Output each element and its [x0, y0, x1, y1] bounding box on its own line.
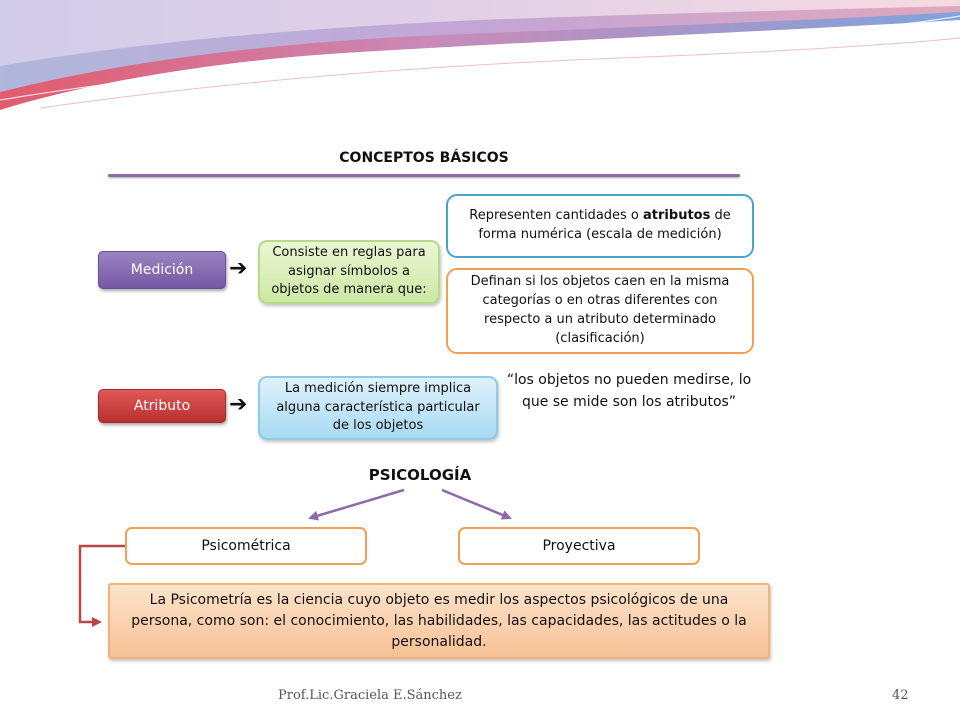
- right-arrow-icon: ➔: [229, 256, 248, 281]
- footer-author: Prof.Lic.Graciela E.Sánchez: [278, 688, 462, 703]
- psicometrica-label: Psicométrica: [201, 537, 291, 554]
- psicometria-definition-text: La Psicometría es la ciencia cuyo objeto…: [131, 591, 747, 650]
- rule-numeric-text: Representen cantidades o atributos de fo…: [469, 208, 731, 242]
- psicometrica-box: Psicométrica: [125, 527, 367, 565]
- proyectiva-box: Proyectiva: [458, 527, 700, 565]
- medicion-definition-box: Consiste en reglas para asignar símbolos…: [258, 240, 440, 304]
- atributo-definition-text: La medición siempre implica alguna carac…: [276, 380, 480, 434]
- attributes-quote: “los objetos no pueden medirse, lo que s…: [506, 372, 752, 410]
- rule-classification-text: Definan si los objetos caen en la misma …: [470, 274, 730, 346]
- medicion-pill: Medición: [98, 251, 226, 289]
- atributo-definition-box: La medición siempre implica alguna carac…: [258, 376, 498, 440]
- decorative-header-waves: [0, 0, 960, 114]
- psicologia-title: PSICOLOGÍA: [368, 466, 472, 484]
- page-number: 42: [892, 688, 909, 703]
- psicometria-definition-box: La Psicometría es la ciencia cuyo objeto…: [108, 583, 770, 659]
- title-underline: [108, 174, 740, 177]
- atributo-pill: Atributo: [98, 389, 226, 423]
- rule-numeric-box: Representen cantidades o atributos de fo…: [446, 194, 754, 258]
- right-arrow-icon: ➔: [229, 392, 248, 417]
- slide-title: CONCEPTOS BÁSICOS: [339, 150, 509, 166]
- rule-classification-box: Definan si los objetos caen en la misma …: [446, 268, 754, 354]
- medicion-definition-text: Consiste en reglas para asignar símbolos…: [271, 244, 427, 298]
- proyectiva-label: Proyectiva: [542, 537, 616, 554]
